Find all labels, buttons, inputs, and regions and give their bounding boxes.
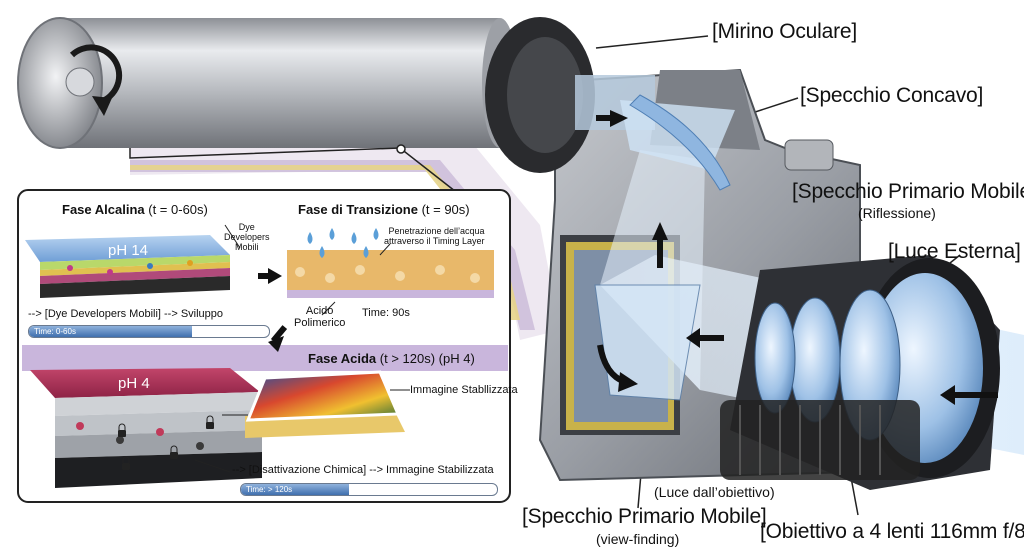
transition-title: Fase di Transizione [298,202,418,217]
progress-fill-acid [241,484,349,495]
transition-time: (t = 90s) [421,202,470,217]
progress-text-acid: Time: > 120s [246,485,293,494]
deactivation-flow-label: --> [Disattivazione Chimica] --> Immagin… [232,464,494,476]
ph4-label: pH 4 [118,375,150,392]
alkaline-phase-heading: Fase Alcalina (t = 0-60s) [62,202,208,217]
progress-bar-alkaline: Time: 0-60s [28,325,270,338]
time-90-label: Time: 90s [362,307,410,319]
progress-text-alkaline: Time: 0-60s [34,327,76,336]
label-primary-mirror-bottom: [Specchio Primario Mobile] [522,505,767,528]
acid-title: Fase Acida [308,351,377,366]
acid-time: (t > 120s) (pH 4) [379,351,475,366]
eyepiece [485,17,655,173]
rotation-arrow-icon [69,44,123,116]
label-reflection: (Riflessione) [858,205,936,221]
alkaline-title: Fase Alcalina [62,202,145,217]
stabilized-photo [245,370,405,438]
water-penetration-label: Penetrazione dell’acqua attraverso il Ti… [384,226,485,246]
alkaline-time: (t = 0-60s) [148,202,208,217]
lock-icon [118,415,214,470]
acid-layer-stack [30,368,262,488]
label-lens-light: (Luce dall’obiettivo) [654,484,775,500]
lens-barrel [720,255,1000,490]
dye-developers-label: Dye Developers Mobili [224,222,270,252]
film-roller [17,17,518,149]
ph14-label: pH 14 [108,242,149,259]
progress-fill-alkaline [29,326,193,337]
transition-layer [287,228,494,298]
stabilized-image-label: Immagine Stabllizzata [410,384,518,396]
acid-phase-heading: Fase Acida (t > 120s) (pH 4) [308,351,475,366]
label-primary-mirror-top: [Specchio Primario Mobile] [792,180,1024,203]
acid-polymer-label: Acido Polimerico [294,305,346,329]
label-objective: [Obiettivo a 4 lenti 116mm f/8 ] [760,520,1024,543]
label-eyepiece: [Mirino Oculare] [712,20,858,43]
progress-bar-acid: Time: > 120s [240,483,498,496]
leader-lines [194,224,410,473]
transition-phase-heading: Fase di Transizione (t = 90s) [298,202,470,217]
label-view-finding: (view-finding) [596,531,680,547]
acid-phase-band [22,345,508,371]
arrow-icon [596,110,998,405]
label-external-light: [Luce Esterna] [888,240,1021,263]
development-flow-label: --> [Dye Developers Mobili] --> Sviluppo [28,308,224,320]
arrow-icon [268,325,288,352]
alkaline-layer-stack [25,235,230,298]
label-concave-mirror: [Specchio Concavo] [800,84,984,107]
arrow-icon [258,268,282,284]
